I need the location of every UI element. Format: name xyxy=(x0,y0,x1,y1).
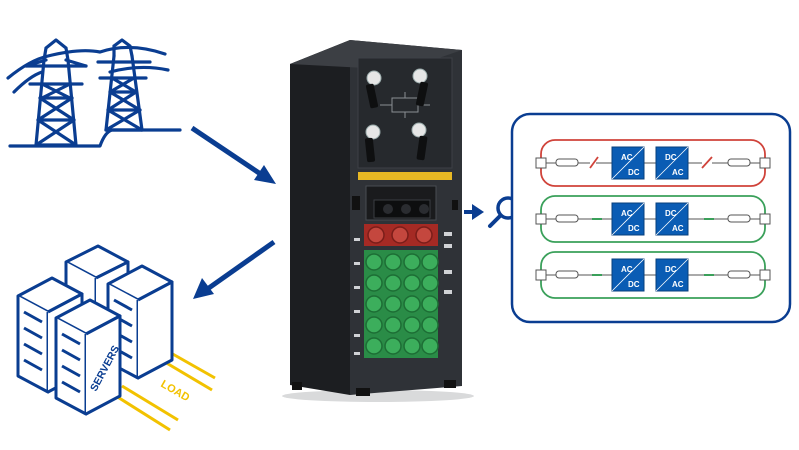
warning-strip xyxy=(358,172,452,180)
ac-dc-converter-icon: AC DC xyxy=(611,146,645,180)
power-path-green xyxy=(535,195,771,243)
rotary-switch[interactable] xyxy=(365,70,382,109)
module-detail-panel: AC DC DC AC AC DC DC AC AC DC xyxy=(510,112,792,324)
power-path-green xyxy=(535,251,771,299)
arrow-icon xyxy=(193,239,276,299)
svg-text:AC: AC xyxy=(621,265,633,274)
rotary-switch[interactable] xyxy=(411,122,428,161)
svg-text:DC: DC xyxy=(628,168,640,177)
rotary-switch[interactable] xyxy=(412,68,429,107)
ac-dc-converter-icon: AC DC xyxy=(611,258,645,292)
transmission-tower-icon xyxy=(96,38,152,132)
rotary-switch[interactable] xyxy=(364,124,381,163)
dc-ac-converter-icon: DC AC xyxy=(655,146,689,180)
svg-text:DC: DC xyxy=(628,224,640,233)
arrow-icon xyxy=(190,125,276,184)
servers-icon: LOAD xyxy=(16,244,216,432)
dc-ac-converter-icon: DC AC xyxy=(655,202,689,236)
svg-text:DC: DC xyxy=(628,280,640,289)
svg-text:DC: DC xyxy=(665,209,677,218)
ac-dc-converter-icon: AC DC xyxy=(611,202,645,236)
dc-ac-converter-icon: DC AC xyxy=(655,258,689,292)
ups-cabinet xyxy=(282,40,474,402)
load-label: LOAD xyxy=(159,378,192,404)
power-path-red xyxy=(535,139,771,187)
svg-text:DC: DC xyxy=(665,153,677,162)
svg-text:DC: DC xyxy=(665,265,677,274)
magnifier-icon xyxy=(464,196,520,228)
svg-text:AC: AC xyxy=(672,224,684,233)
svg-text:AC: AC xyxy=(672,280,684,289)
power-grid-icon xyxy=(6,38,182,148)
server-rack-icon xyxy=(54,298,122,416)
battery-module-bank xyxy=(364,250,439,358)
transmission-tower-icon xyxy=(24,38,88,147)
svg-text:AC: AC xyxy=(621,209,633,218)
svg-text:AC: AC xyxy=(621,153,633,162)
power-module-row xyxy=(364,224,438,246)
svg-text:AC: AC xyxy=(672,168,684,177)
